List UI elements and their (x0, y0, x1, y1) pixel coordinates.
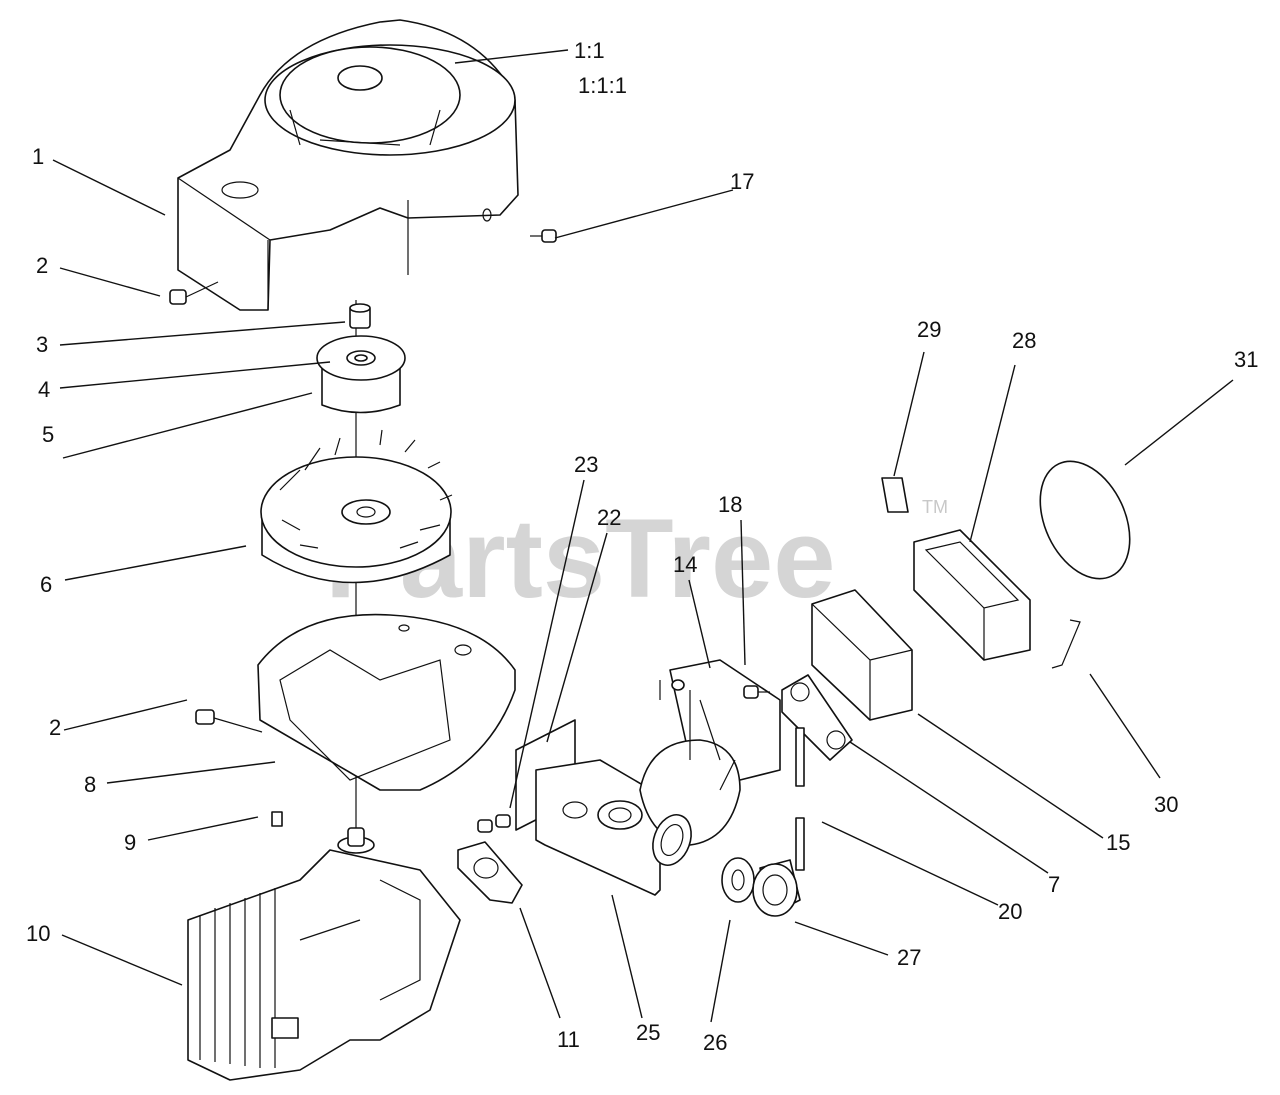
air-filter-gasket (781, 674, 853, 761)
callout-22: 22 (597, 505, 621, 530)
callout-2-upper: 2 (36, 253, 48, 278)
carburetor (639, 659, 781, 846)
screw-17 (530, 229, 557, 243)
filter-element (811, 589, 913, 721)
callout-labels: 1:1 1:1:1 1 2 3 4 5 6 2 8 9 10 11 25 26 … (26, 38, 1258, 1055)
callout-3: 3 (36, 332, 48, 357)
callout-11: 11 (557, 1027, 580, 1052)
callout-23: 23 (574, 452, 598, 477)
callout-17: 17 (730, 169, 754, 194)
callout-25: 25 (636, 1020, 660, 1045)
screw-upper (169, 281, 219, 305)
trademark-mark: TM (922, 497, 948, 517)
callout-7: 7 (1048, 872, 1060, 897)
callout-1-1-1: 1:1:1 (578, 73, 627, 98)
callout-26: 26 (703, 1030, 727, 1055)
callout-31: 31 (1234, 347, 1258, 372)
callout-27: 27 (897, 945, 921, 970)
engine-block (187, 827, 461, 1081)
callout-30: 30 (1154, 792, 1178, 817)
callout-28: 28 (1012, 328, 1036, 353)
gasket (457, 841, 523, 904)
callout-1-1: 1:1 (574, 38, 605, 63)
callout-4: 4 (38, 377, 50, 402)
clip (881, 477, 909, 513)
callout-14: 14 (673, 552, 697, 577)
callout-20: 20 (998, 899, 1022, 924)
callout-10: 10 (26, 921, 50, 946)
o-ring (652, 814, 692, 866)
callout-9: 9 (124, 830, 136, 855)
starter-cup (316, 335, 406, 414)
callout-5: 5 (42, 422, 54, 447)
callout-15: 15 (1106, 830, 1130, 855)
flywheel (260, 429, 453, 584)
callout-1: 1 (32, 144, 44, 169)
filter-cover (721, 857, 801, 917)
callout-6: 6 (40, 572, 52, 597)
ring (1039, 460, 1131, 580)
callout-29: 29 (917, 317, 941, 342)
blower-housing (177, 19, 519, 311)
filter-frame (913, 529, 1031, 661)
callout-8: 8 (84, 772, 96, 797)
nut (349, 303, 371, 329)
callout-18: 18 (718, 492, 742, 517)
retaining-wire (1051, 619, 1081, 669)
screw-lower (195, 709, 263, 733)
key (271, 811, 283, 827)
backplate (257, 613, 516, 791)
pin-strip (795, 727, 805, 871)
bolt-18 (743, 685, 770, 699)
leader-lines (52, 49, 1234, 1023)
insulator-block (535, 759, 661, 896)
callout-2-lower: 2 (49, 715, 61, 740)
